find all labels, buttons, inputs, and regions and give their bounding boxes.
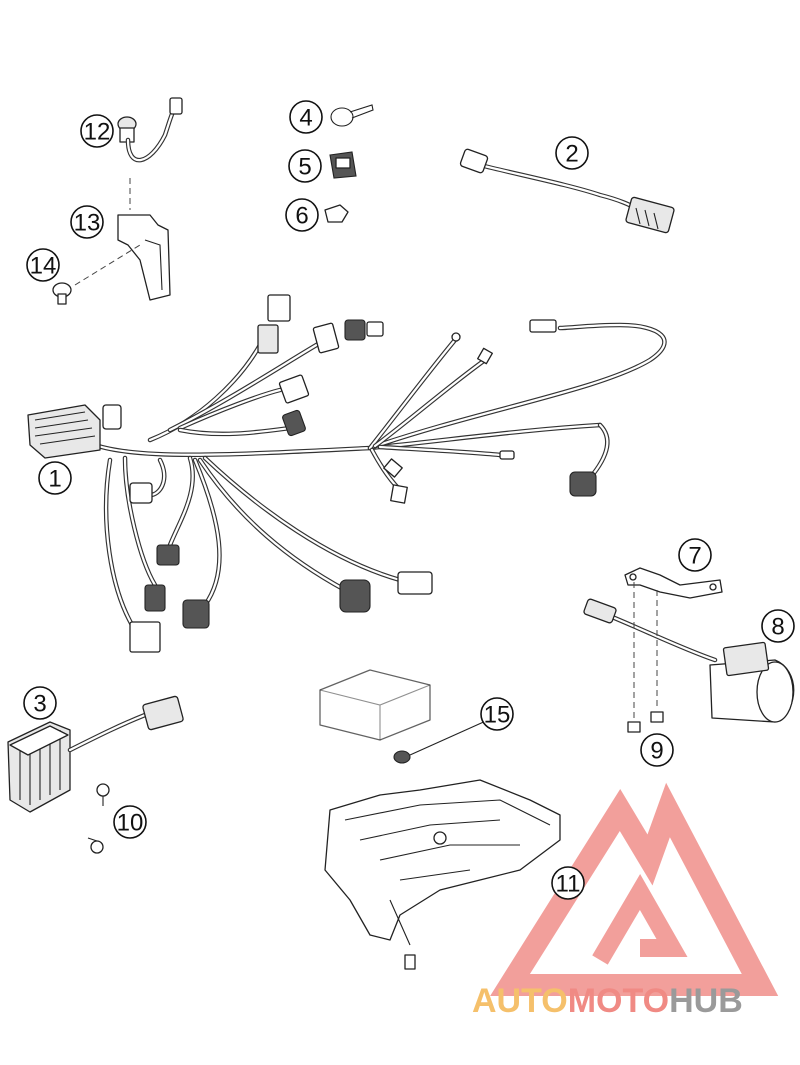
rubber-grommet (393, 719, 489, 764)
callout-10: 10 (113, 805, 147, 839)
callout-2: 2 (555, 136, 589, 170)
ecu-unit-outline (319, 669, 431, 741)
callout-8-label: 8 (771, 614, 784, 641)
callout-6-label: 6 (295, 203, 308, 230)
switch-cable (117, 97, 183, 210)
watermark-logo-triangle (490, 782, 779, 996)
callout-11: 11 (551, 866, 585, 900)
sensor-bracket (624, 567, 723, 599)
callout-8: 8 (761, 609, 795, 643)
callout-14: 14 (26, 248, 60, 282)
callout-12-label: 12 (84, 119, 111, 146)
callout-10-label: 10 (117, 810, 144, 837)
callout-13: 13 (70, 205, 104, 239)
extension-cable (459, 148, 675, 234)
callout-15: 15 (480, 697, 514, 731)
watermark-text-auto: AUTO (472, 982, 568, 1020)
callout-9: 9 (640, 733, 674, 767)
callout-1: 1 (38, 461, 72, 495)
callout-3: 3 (23, 686, 57, 720)
watermark-text-hub: HUB (669, 982, 743, 1020)
callout-12: 12 (80, 114, 114, 148)
callout-5: 5 (288, 149, 322, 183)
ecu-holder-bracket (324, 779, 561, 970)
watermark-text-moto: MOTO (568, 982, 669, 1020)
callout-3-label: 3 (33, 691, 46, 718)
callout-11-label: 11 (556, 871, 581, 898)
main-wiring-harness (27, 294, 667, 653)
switch-holder (117, 214, 171, 301)
cable-tie (330, 104, 374, 127)
sensor-unit (583, 598, 795, 723)
callout-7-label: 7 (688, 543, 701, 570)
callout-5-label: 5 (298, 154, 311, 181)
harness-clip (329, 151, 357, 179)
voltage-regulator (7, 695, 184, 813)
callout-4: 4 (289, 100, 323, 134)
holder-screw (52, 244, 141, 305)
callout-15-label: 15 (484, 702, 511, 729)
regulator-screws (87, 783, 110, 854)
callout-1-label: 1 (48, 466, 61, 493)
mounting-screws (627, 582, 664, 733)
callout-14-label: 14 (30, 253, 57, 280)
callout-7: 7 (678, 538, 712, 572)
callout-2-label: 2 (565, 141, 578, 168)
small-clip (324, 204, 349, 223)
callout-6: 6 (285, 198, 319, 232)
callout-9-label: 9 (650, 738, 663, 765)
callout-13-label: 13 (74, 210, 101, 237)
svg-text:AUTOMOTOHUB: AUTOMOTOHUB (472, 982, 743, 1020)
callout-4-label: 4 (299, 105, 312, 132)
watermark-logo-text: AUTOMOTOHUB (472, 982, 743, 1020)
